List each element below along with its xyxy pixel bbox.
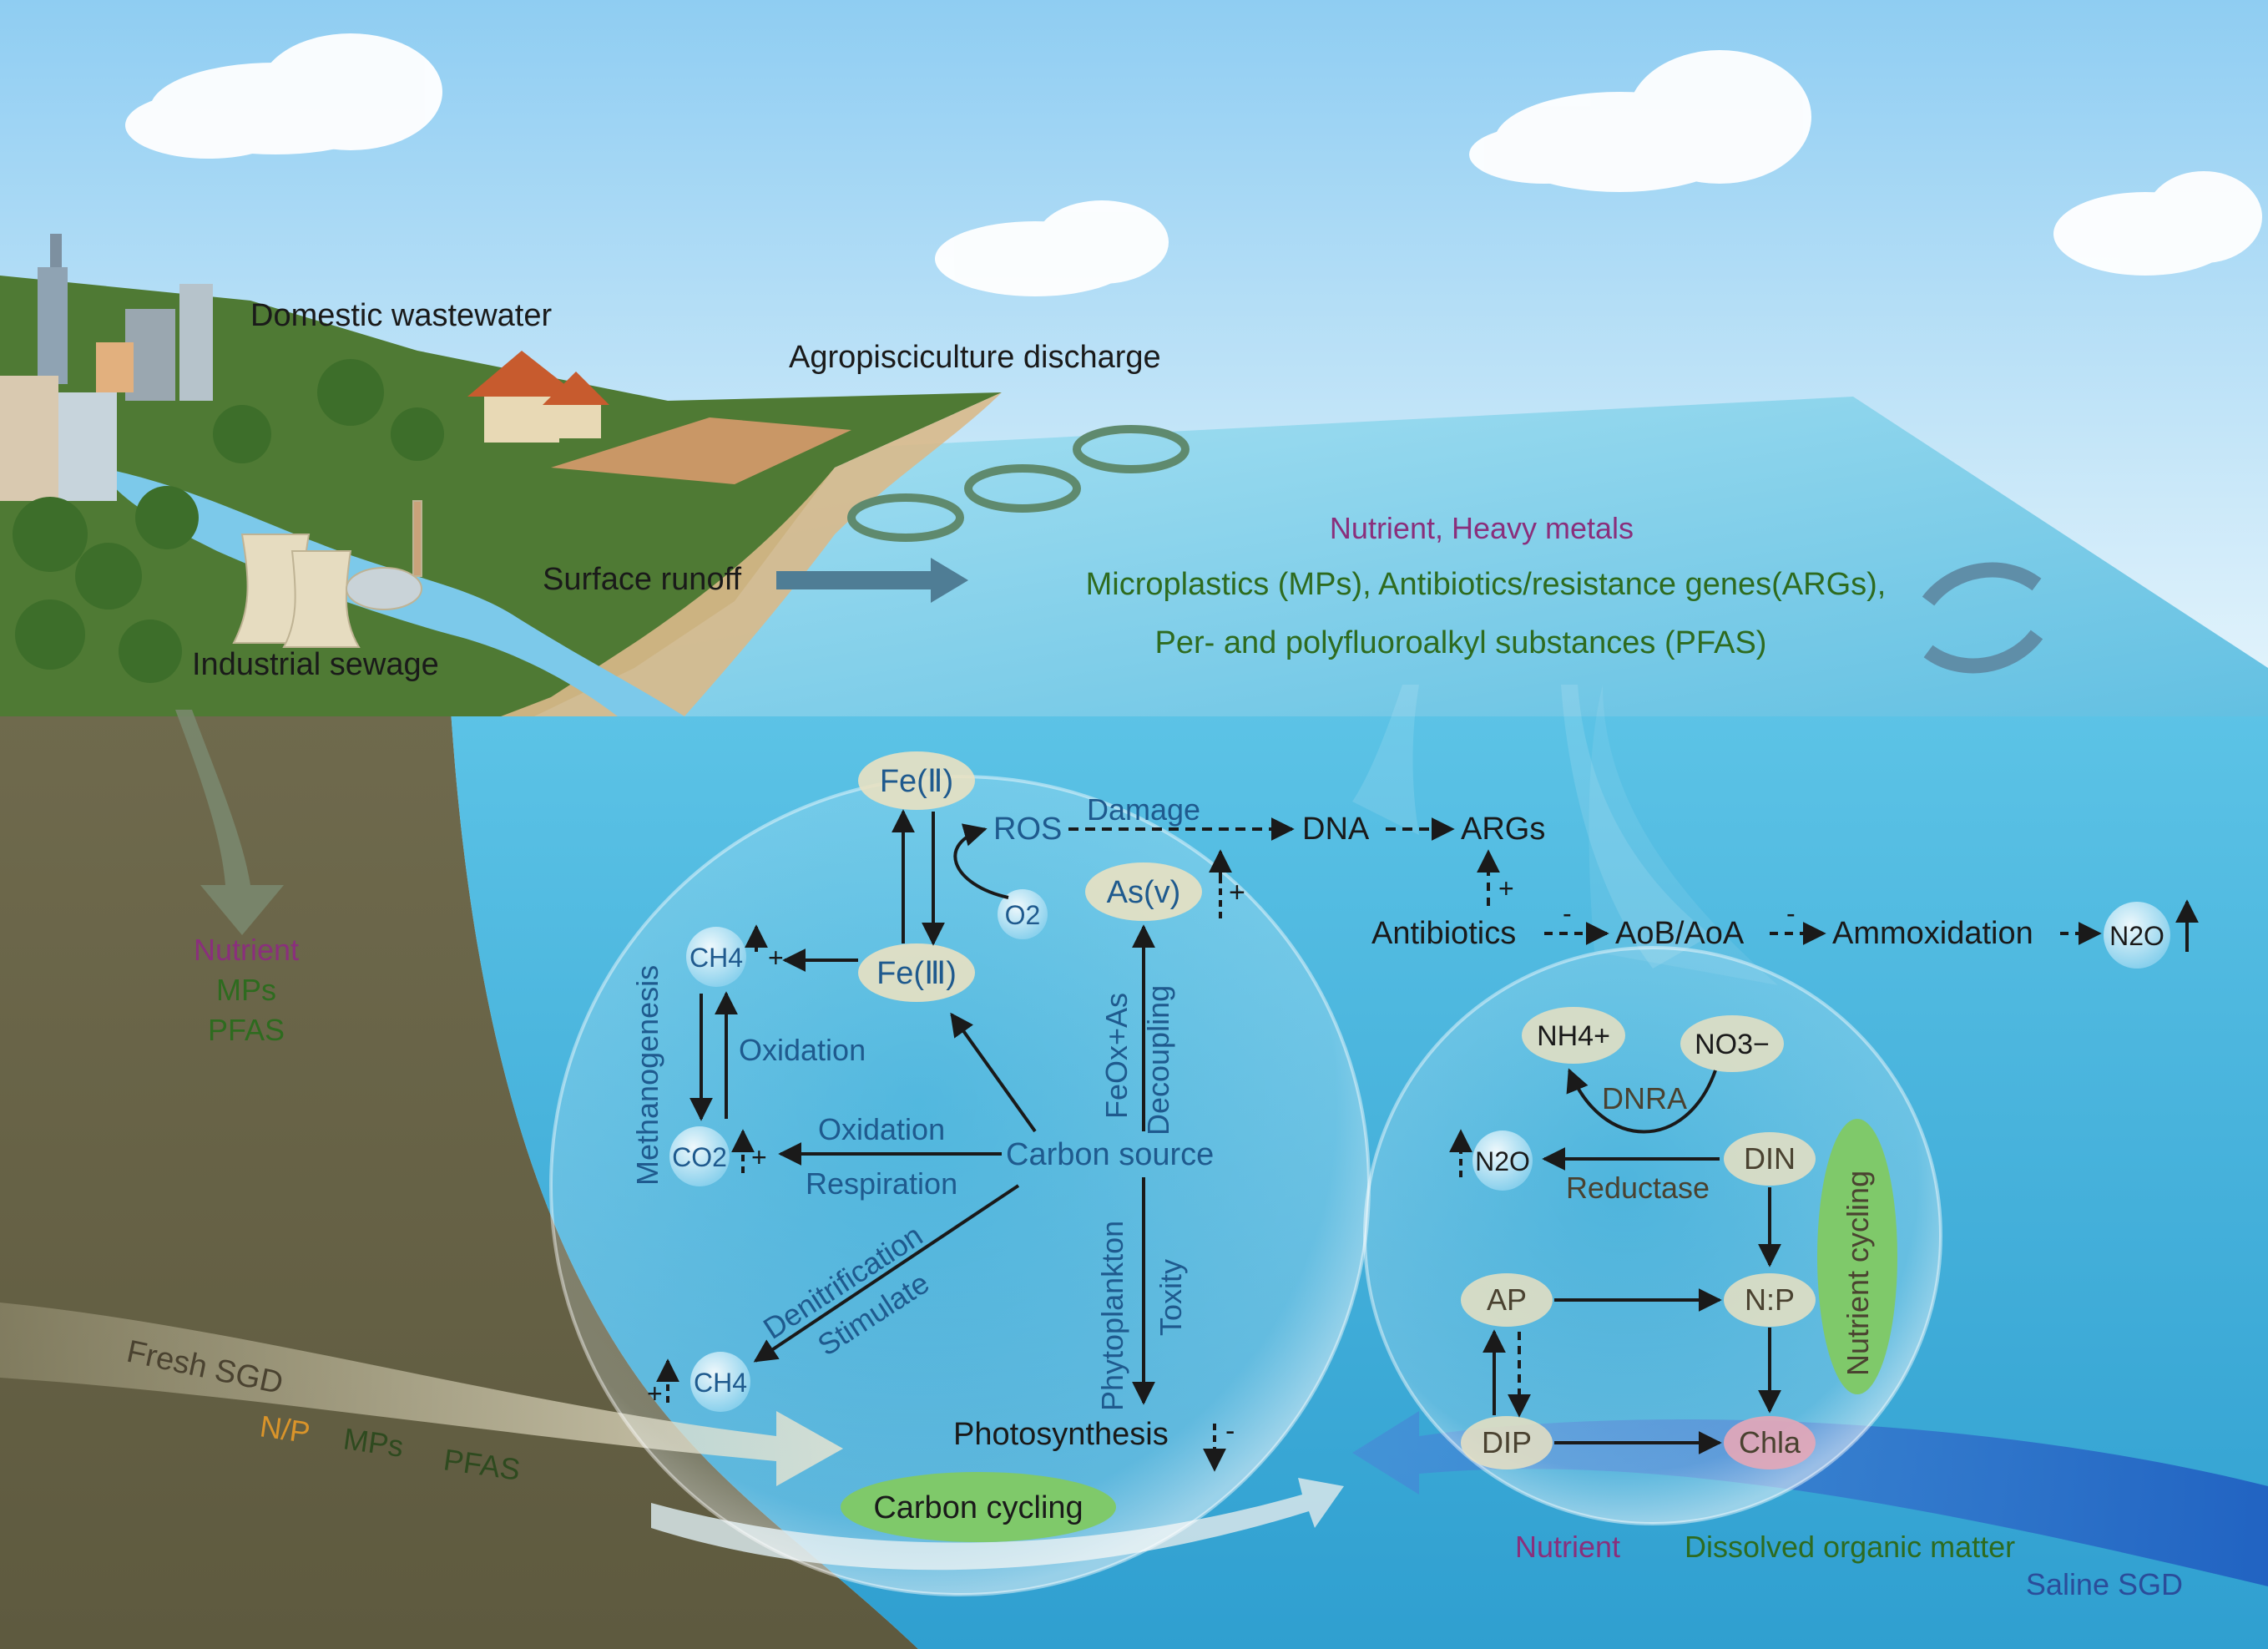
pollutants-line-2: Microplastics (MPs), Antibiotics/resista… xyxy=(1086,567,1887,602)
houses xyxy=(467,351,609,443)
aob-minus-1: - xyxy=(1563,898,1572,928)
decoupling-label: Decoupling xyxy=(1141,985,1175,1136)
phytoplankton-label: Phytoplankton xyxy=(1095,1221,1129,1411)
underground-nutrient: Nutrient xyxy=(194,933,299,967)
respiration-label: Respiration xyxy=(806,1166,957,1201)
fresh-sgd-mps: MPs xyxy=(341,1421,406,1464)
aob-minus-2: - xyxy=(1786,898,1796,928)
dna-label: DNA xyxy=(1302,812,1370,847)
n2o-top-label: N2O xyxy=(2109,921,2164,951)
ch4-bottom-plus: + xyxy=(647,1378,663,1409)
ch4-top-label: CH4 xyxy=(689,943,743,973)
farmland xyxy=(551,417,851,484)
surface-runoff-label: Surface runoff xyxy=(543,562,741,597)
recycle-icon xyxy=(1922,562,2043,674)
photosynthesis-label: Photosynthesis xyxy=(953,1417,1169,1452)
sea-surface xyxy=(455,397,2268,716)
funnel-right xyxy=(1561,685,1711,969)
oxidation-label-2: Oxidation xyxy=(818,1112,945,1146)
pollutants-line-3: Per- and polyfluoroalkyl substances (PFA… xyxy=(1155,625,1767,660)
co2-plus: + xyxy=(751,1142,767,1172)
underground-pfas: PFAS xyxy=(208,1013,285,1047)
agro-discharge-label: Agropisciculture discharge xyxy=(789,340,1161,375)
saline-sgd-title: Saline SGD xyxy=(2026,1567,2183,1601)
aquaculture-rings xyxy=(847,425,1190,542)
din-label: DIN xyxy=(1744,1141,1796,1176)
nutrient-nodes xyxy=(1461,1007,1897,1469)
fe3-label: Fe(Ⅲ) xyxy=(876,956,957,991)
drop-tip xyxy=(1589,685,1778,985)
antibiotics-plus: + xyxy=(1498,873,1514,903)
city-buildings xyxy=(0,234,213,501)
args-label: ARGs xyxy=(1461,812,1545,847)
underground-soil xyxy=(0,710,918,1649)
fe2-label: Fe(Ⅱ) xyxy=(880,764,953,799)
land-shore xyxy=(501,392,1002,716)
ap-label: AP xyxy=(1487,1282,1527,1317)
methanogenesis-label: Methanogenesis xyxy=(630,965,664,1186)
carbon-cycle-bubble xyxy=(549,775,1371,1596)
nutrient-cycle-bubble xyxy=(1363,946,1942,1525)
ros-label: ROS xyxy=(993,812,1062,847)
o2-label: O2 xyxy=(1005,900,1041,930)
nitrogen-top-arrows xyxy=(1544,899,2199,952)
nutrient-arrows xyxy=(1449,1068,1781,1454)
underground-mps: MPs xyxy=(216,973,276,1007)
n2o-label: N2O xyxy=(1475,1146,1530,1176)
np-ratio-label: N:P xyxy=(1745,1282,1795,1317)
carbon-cycling-label: Carbon cycling xyxy=(873,1490,1083,1525)
clouds xyxy=(125,33,2262,296)
industrial-sewage-label: Industrial sewage xyxy=(192,647,439,682)
ch4-top-plus: + xyxy=(768,943,784,973)
chla-label: Chla xyxy=(1739,1425,1801,1459)
no3-label: NO3− xyxy=(1695,1029,1770,1060)
carbon-source-label: Carbon source xyxy=(1006,1137,1214,1172)
saline-nutrient-label: Nutrient xyxy=(1515,1530,1620,1564)
pollutants-line-1: Nutrient, Heavy metals xyxy=(1330,511,1634,545)
cooling-towers xyxy=(232,500,422,648)
fresh-sgd-flow xyxy=(0,1303,843,1486)
trees xyxy=(13,359,444,683)
domestic-wastewater-label: Domestic wastewater xyxy=(250,298,552,333)
reductase-label: Reductase xyxy=(1566,1171,1710,1205)
nutrient-cycling-label: Nutrient cycling xyxy=(1841,1171,1875,1376)
funnel-left xyxy=(1352,685,1419,835)
photosynthesis-minus: - xyxy=(1225,1415,1235,1447)
antibiotics-label: Antibiotics xyxy=(1371,916,1516,951)
co2-label: CO2 xyxy=(672,1142,727,1172)
oxidation-label-1: Oxidation xyxy=(739,1033,866,1067)
dnra-label: DNRA xyxy=(1602,1081,1687,1115)
ch4-bottom-label: CH4 xyxy=(694,1368,747,1398)
carbon-nodes xyxy=(669,751,1202,1542)
as5-label: As(v) xyxy=(1107,875,1181,910)
ammox-label: Ammoxidation xyxy=(1832,916,2033,951)
n2o-top-bubble xyxy=(2104,902,2170,969)
aob-label: AoB/AoA xyxy=(1615,916,1745,951)
feox-as-label: FeOx+As xyxy=(1099,993,1134,1119)
as5-plus: + xyxy=(1229,877,1245,908)
nh4-label: NH4+ xyxy=(1537,1020,1610,1052)
surface-runoff-arrow xyxy=(776,558,968,603)
damage-label: Damage xyxy=(1087,792,1200,827)
dip-label: DIP xyxy=(1482,1425,1532,1459)
toxity-label: Toxity xyxy=(1154,1259,1188,1336)
leaching-arrow xyxy=(175,710,284,935)
saline-dom-label: Dissolved organic matter xyxy=(1685,1530,2015,1564)
carbon-arrows xyxy=(656,809,1500,1472)
fresh-sgd-np: N/P xyxy=(258,1409,312,1449)
